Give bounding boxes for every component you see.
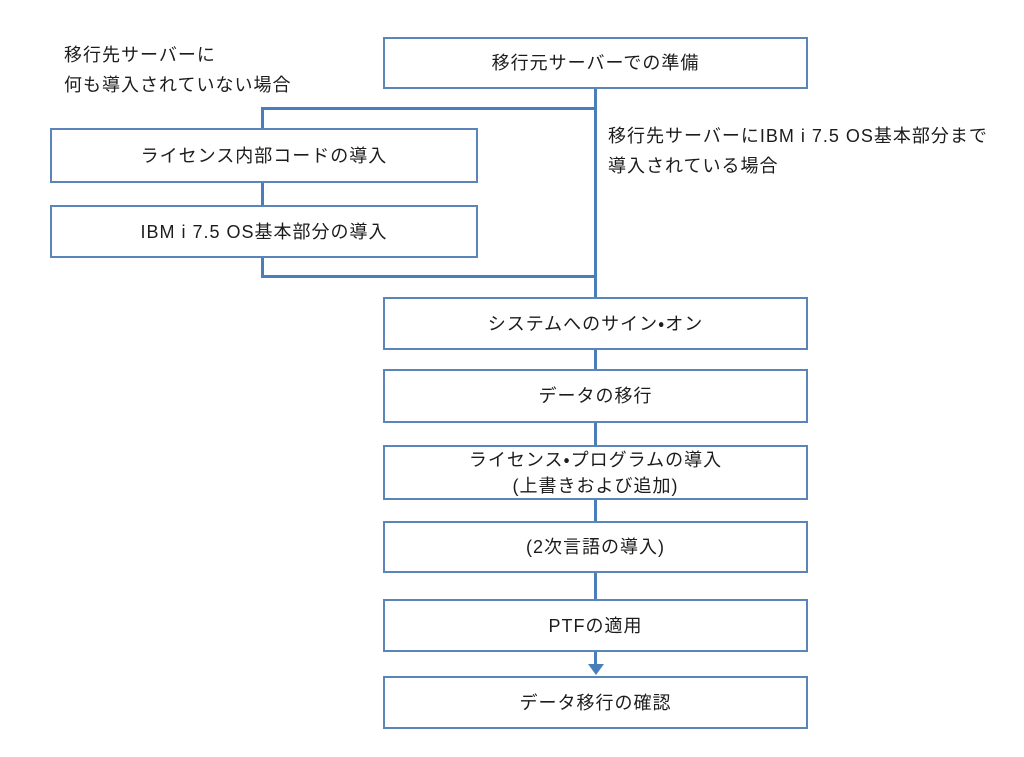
flow-box-data-migration: データの移行 [383,369,808,423]
flow-box-data-migration-check: データ移行の確認 [383,676,808,729]
annotation-nothing-installed-case: 移行先サーバーに 何も導入されていない場合 [64,45,292,95]
connector-top-branch-line [261,107,597,110]
connector-left-boxes-line [261,182,264,207]
connector-lang-to-ptf-line [594,572,597,600]
down-arrow-icon [588,664,604,675]
flow-box-source-server-preparation: 移行元サーバーでの準備 [383,37,808,89]
flow-box-ptf-apply: PTFの適用 [383,599,808,652]
connector-signon-to-data-line [594,349,597,370]
flow-box-license-programs-install: ライセンス・プログラムの導入 (上書きおよび追加) [383,445,808,500]
connector-left-branch-exit-line [261,257,264,278]
flow-box-os-base-install: IBM i 7.5 OS基本部分の導入 [50,205,478,258]
flow-box-secondary-language-install: (2次言語の導入) [383,521,808,573]
connector-bottom-branch-line [261,275,597,278]
flow-box-license-internal-code-install: ライセンス内部コードの導入 [50,128,478,183]
connector-main-vertical-line [594,88,597,298]
annotation-os-base-installed-case: 移行先サーバーにIBM i 7.5 OS基本部分まで 導入されている場合 [608,126,988,176]
flow-box-system-signon: システムへのサイン・オン [383,297,808,350]
connector-data-to-licprog-line [594,422,597,446]
connector-licprog-to-lang-line [594,499,597,522]
connector-ptf-to-confirm-line [594,651,597,666]
connector-left-branch-drop-line [261,107,264,129]
